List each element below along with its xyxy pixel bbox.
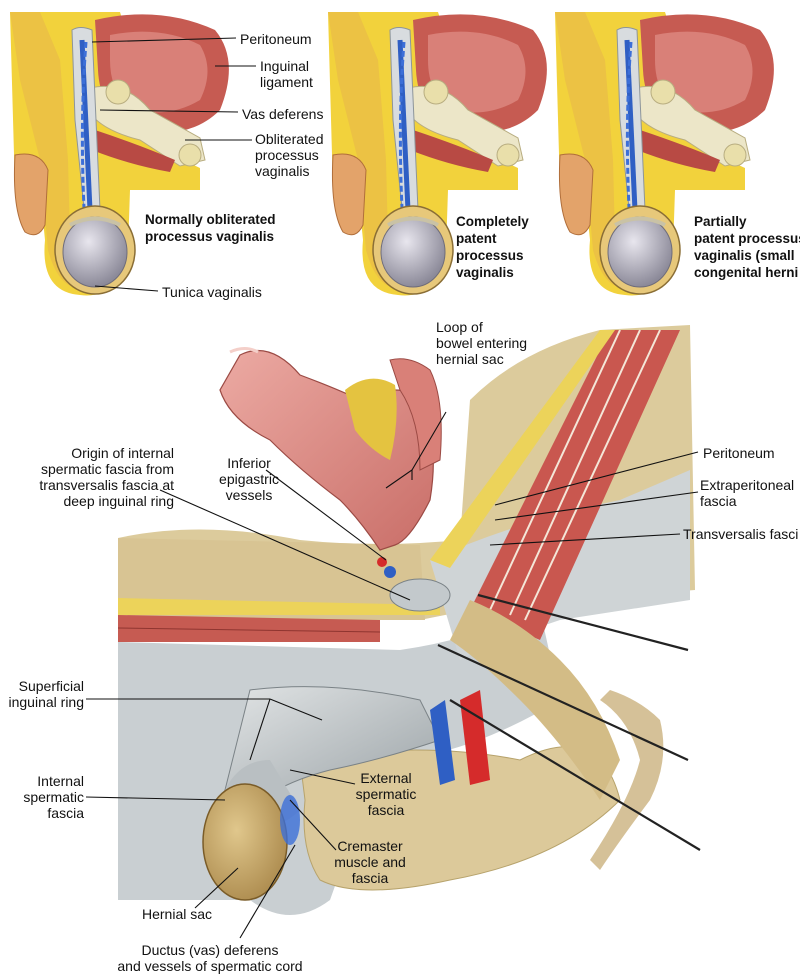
label-hernial-sac: Hernial sac xyxy=(142,906,213,922)
label-inguinal-ligament: Inguinal ligament xyxy=(260,58,313,90)
caption-complete: Completely patent processus vaginalis xyxy=(456,214,529,280)
label-peritoneum-main: Peritoneum xyxy=(703,445,775,461)
label-inferior-epigastric: Inferior epigastric vessels xyxy=(219,455,279,503)
label-obliterated-processus: Obliterated processus vaginalis xyxy=(255,131,324,179)
label-cremaster: Cremaster muscle and fascia xyxy=(334,838,406,886)
caption-normal: Normally obliterated processus vaginalis xyxy=(145,212,276,244)
label-superficial-inguinal-ring: Superficial inguinal ring xyxy=(8,678,85,710)
label-origin-internal-spermatic: Origin of internal spermatic fascia from… xyxy=(39,445,174,509)
top-leader-lines xyxy=(91,37,256,292)
label-extraperitoneal-fascia: Extraperitoneal fascia xyxy=(700,477,795,509)
label-external-spermatic-fascia: External spermatic fascia xyxy=(355,770,417,818)
label-tunica-vaginalis: Tunica vaginalis xyxy=(162,284,262,300)
label-transversalis-fascia: Transversalis fasci xyxy=(683,526,799,542)
label-loop-of-bowel: Loop of bowel entering hernial sac xyxy=(436,319,528,367)
main-dissection-illustration xyxy=(117,325,701,915)
caption-partial: Partially patent processus vaginalis (sm… xyxy=(694,214,800,280)
label-vas-deferens: Vas deferens xyxy=(242,106,324,122)
label-ductus-deferens: Ductus (vas) deferens and vessels of spe… xyxy=(117,942,303,974)
label-internal-spermatic-fascia: Internal spermatic fascia xyxy=(23,773,84,821)
panel-normal-illustration xyxy=(10,12,229,295)
label-peritoneum-top: Peritoneum xyxy=(240,31,312,47)
main-leader-lines xyxy=(85,411,699,939)
